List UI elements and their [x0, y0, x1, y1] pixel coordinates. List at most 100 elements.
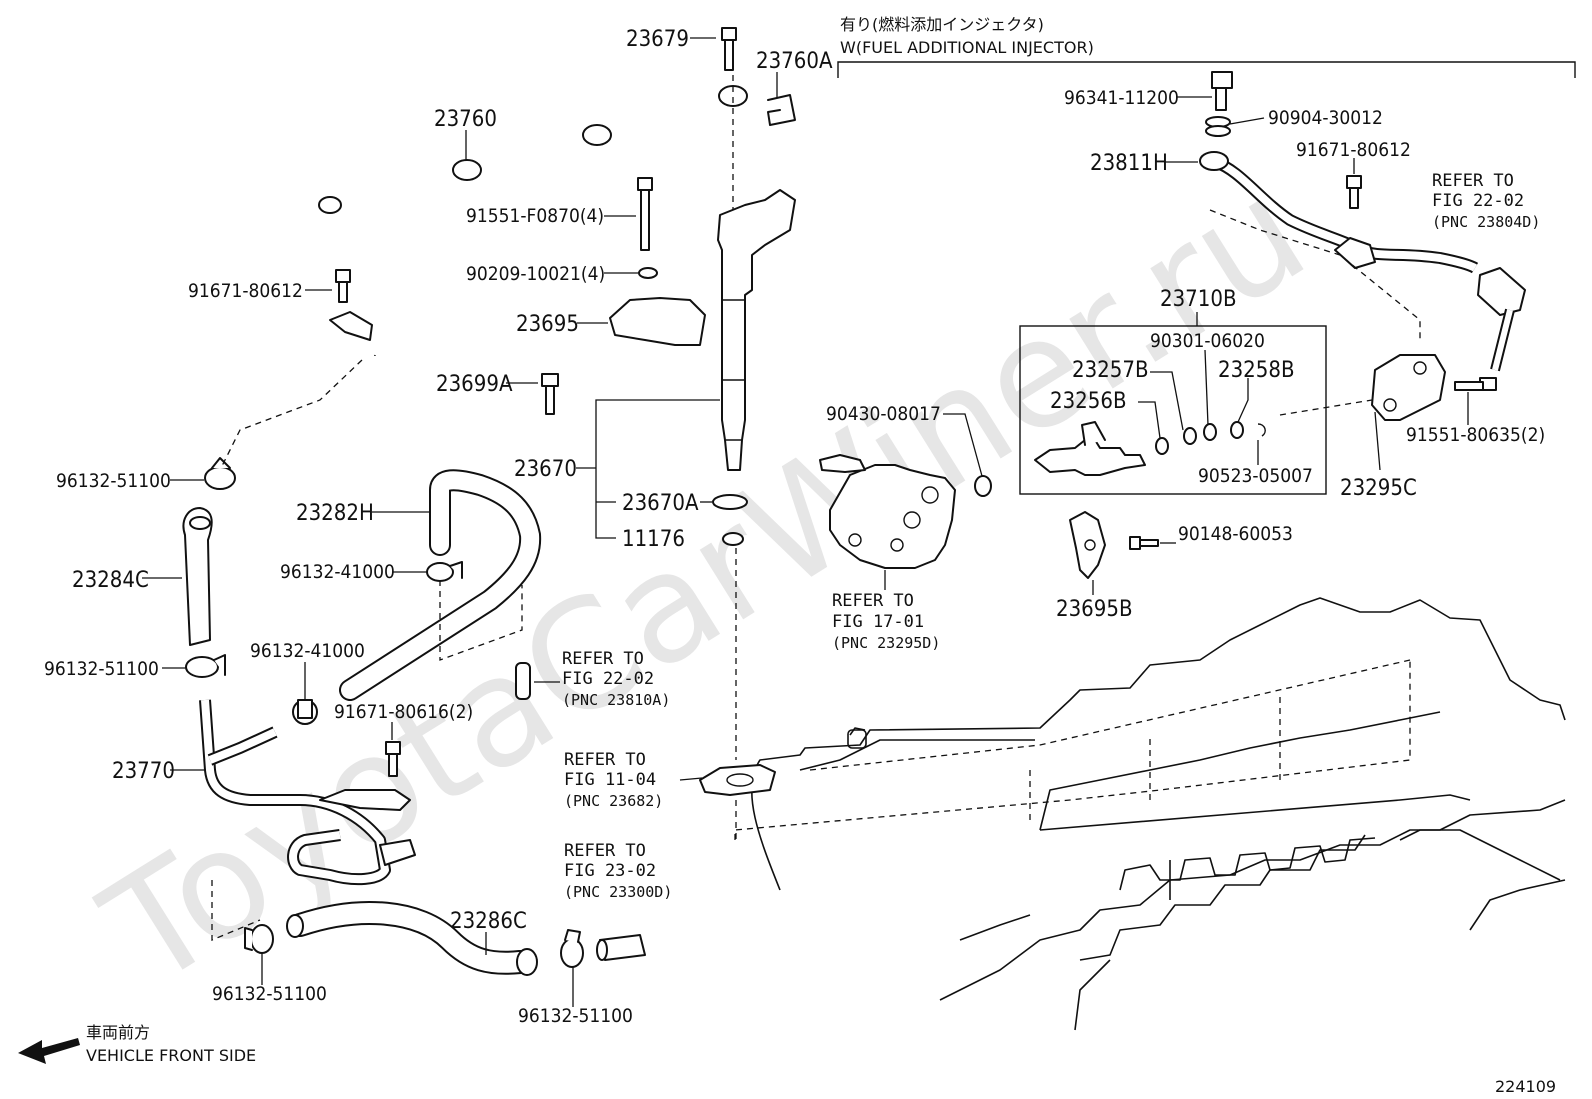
label-90523-05007: 90523-05007 — [1198, 465, 1313, 487]
svg-text:REFER TO: REFER TO — [564, 750, 646, 770]
svg-text:FIG 22-02: FIG 22-02 — [562, 669, 654, 689]
figure-number: 224109 — [1495, 1077, 1556, 1096]
bolt-91671-80612-right — [1346, 175, 1362, 209]
svg-text:REFER TO: REFER TO — [1432, 171, 1514, 191]
svg-text:FIG 17-01: FIG 17-01 — [832, 612, 924, 632]
flange-23682 — [699, 764, 776, 796]
ring-23257B — [1155, 437, 1169, 455]
label-23282H: 23282H — [296, 501, 374, 526]
bolt-91551-F0870 — [637, 177, 653, 251]
label-91671-80612-left: 91671-80612 — [188, 280, 303, 302]
label-23295C: 23295C — [1340, 476, 1417, 501]
label-23257B: 23257B — [1072, 358, 1149, 383]
label-23256B: 23256B — [1050, 389, 1127, 414]
clip-96132-51100-d — [560, 929, 584, 968]
refer-to-23804D: REFER TO FIG 22-02 (PNC 23804D) — [1432, 171, 1540, 231]
label-90904-30012: 90904-30012 — [1268, 107, 1383, 129]
label-23670A: 23670A — [622, 491, 699, 516]
ring-23257B-b — [1203, 423, 1217, 441]
pipe-23770 — [199, 699, 416, 941]
group-bracket — [837, 61, 1576, 78]
label-23811H: 23811H — [1090, 151, 1168, 176]
svg-text:REFER TO: REFER TO — [832, 591, 914, 611]
refer-to-23810A: REFER TO FIG 22-02 (PNC 23810A) — [562, 649, 670, 709]
clamp-23695 — [609, 297, 706, 346]
svg-text:REFER TO: REFER TO — [562, 649, 644, 669]
gasket-90904-30012 — [1205, 116, 1231, 137]
bracket-23670 — [595, 399, 720, 539]
header-jp-note: 有り(燃料添加インジェクタ) — [840, 15, 1044, 34]
label-90209-10021: 90209-10021(4) — [466, 263, 605, 285]
bolt-23679 — [721, 27, 737, 71]
ring-23258B — [1230, 421, 1244, 439]
label-90430-08017: 90430-08017 — [826, 403, 941, 425]
svg-text:(PNC 23682): (PNC 23682) — [564, 792, 663, 810]
bolt-91671-80616 — [385, 741, 401, 777]
label-23284C: 23284C — [72, 568, 149, 593]
label-23670: 23670 — [514, 457, 577, 482]
label-91551-80635: 91551-80635(2) — [1406, 424, 1545, 446]
fuel-pipe-23760 — [318, 85, 748, 356]
label-23695: 23695 — [516, 312, 579, 337]
hose-23284C — [182, 507, 213, 646]
refer-to-23300D: REFER TO FIG 23-02 (PNC 23300D) — [564, 841, 672, 901]
clip-96132-51100-c — [244, 924, 274, 954]
clip-90523-05007 — [1257, 423, 1266, 437]
label-23760A: 23760A — [756, 49, 833, 74]
label-91671-80612-right: 91671-80612 — [1296, 139, 1411, 161]
label-96132-51100-d: 96132-51100 — [518, 1005, 633, 1027]
label-91671-80616: 91671-80616(2) — [334, 701, 473, 723]
oring-23670A — [712, 494, 748, 510]
engine-outline — [751, 597, 1566, 1031]
label-23679: 23679 — [626, 27, 689, 52]
header-en-note: W(FUEL ADDITIONAL INJECTOR) — [840, 38, 1094, 57]
gasket-90430-08017 — [974, 475, 992, 497]
bolt-96341-11200 — [1211, 71, 1233, 111]
svg-text:FIG 23-02: FIG 23-02 — [564, 861, 656, 881]
label-23286C: 23286C — [450, 909, 527, 934]
bolt-91671-80612-left — [335, 269, 351, 303]
washer-90209 — [638, 267, 658, 279]
clamp-23760A — [767, 94, 796, 126]
pipe-23811H — [1199, 151, 1479, 274]
body-23295C — [1371, 354, 1446, 421]
label-90148-60053: 90148-60053 — [1178, 523, 1293, 545]
clip-96132-51100-a — [204, 457, 236, 490]
gasket-11176 — [722, 532, 744, 546]
housing-23295D — [819, 454, 956, 569]
hose-end-23804D — [1477, 267, 1526, 316]
svg-text:(PNC 23300D): (PNC 23300D) — [564, 883, 672, 901]
label-23695B: 23695B — [1056, 597, 1133, 622]
label-23770: 23770 — [112, 759, 175, 784]
hose-end-23810A — [515, 662, 531, 700]
footer-en-direction: VEHICLE FRONT SIDE — [86, 1046, 256, 1065]
label-96132-51100-c: 96132-51100 — [212, 983, 327, 1005]
label-23710B: 23710B — [1160, 287, 1237, 312]
label-91551-F0870: 91551-F0870(4) — [466, 205, 604, 227]
svg-text:(PNC 23810A): (PNC 23810A) — [562, 691, 670, 709]
svg-text:FIG 11-04: FIG 11-04 — [564, 770, 656, 790]
svg-text:(PNC 23295D): (PNC 23295D) — [832, 634, 940, 652]
footer-jp-direction: 車両前方 — [86, 1023, 150, 1042]
label-23699A: 23699A — [436, 372, 513, 397]
part-labels: 23679 23760A 23760 91551-F0870(4) 90209-… — [44, 27, 1545, 1027]
ring-90301-06020 — [1183, 427, 1197, 445]
refer-to-23682: REFER TO FIG 11-04 (PNC 23682) — [564, 750, 663, 810]
clamp-23695B — [1069, 511, 1106, 579]
watermark: ToyotaCarWiner.ru — [76, 145, 1334, 1021]
bolt-23699A — [541, 373, 559, 415]
bolt-90148-60053 — [1129, 536, 1159, 550]
engine-dash-lines — [734, 658, 1411, 840]
label-96132-51100-a: 96132-51100 — [56, 470, 171, 492]
svg-text:(PNC 23804D): (PNC 23804D) — [1432, 213, 1540, 231]
label-23760: 23760 — [434, 107, 497, 132]
clip-96132-51100-b — [185, 654, 226, 678]
clip-96132-41000-a — [426, 561, 463, 582]
label-23258B: 23258B — [1218, 358, 1295, 383]
injector-23256B — [1034, 421, 1146, 476]
svg-text:FIG 22-02: FIG 22-02 — [1432, 191, 1524, 211]
svg-text:REFER TO: REFER TO — [564, 841, 646, 861]
refer-to-23295D: REFER TO FIG 17-01 (PNC 23295D) — [832, 591, 940, 652]
leader-lines — [142, 37, 1355, 1007]
